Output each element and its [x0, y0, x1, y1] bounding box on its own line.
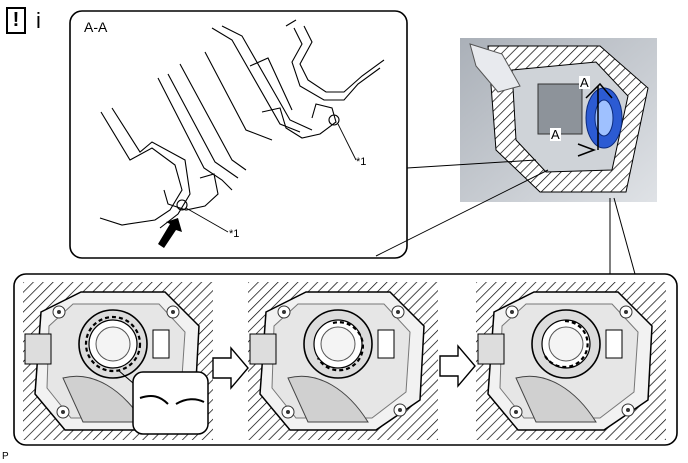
step-3-view: [475, 281, 667, 441]
vehicle-photo: [460, 38, 657, 202]
zoom-detail-box: [132, 371, 209, 435]
photo-marker-top: A: [579, 75, 590, 90]
press-direction-arrow: [158, 218, 182, 248]
callout-connectors: [375, 159, 636, 275]
figure-code: P: [2, 451, 9, 462]
section-label: A-A: [84, 19, 108, 35]
warning-icon: !: [6, 7, 26, 34]
callout-lower-label: *1: [229, 228, 240, 240]
warning-glyph: !: [12, 9, 20, 31]
ring-step1: [84, 315, 142, 373]
callout-upper-label: *1: [356, 156, 367, 168]
info-icon: i: [36, 8, 41, 33]
section-drawing: [99, 19, 385, 229]
step-arrow-2: [439, 344, 476, 388]
step-2-view: [247, 281, 439, 441]
photo-marker-bottom: A: [550, 127, 561, 142]
ring-step2: [317, 321, 365, 372]
detail-section-frame: [69, 10, 408, 259]
step-arrow-1: [212, 346, 249, 390]
zoom-ring-gap: [139, 395, 205, 405]
leader-lines: [185, 123, 357, 233]
